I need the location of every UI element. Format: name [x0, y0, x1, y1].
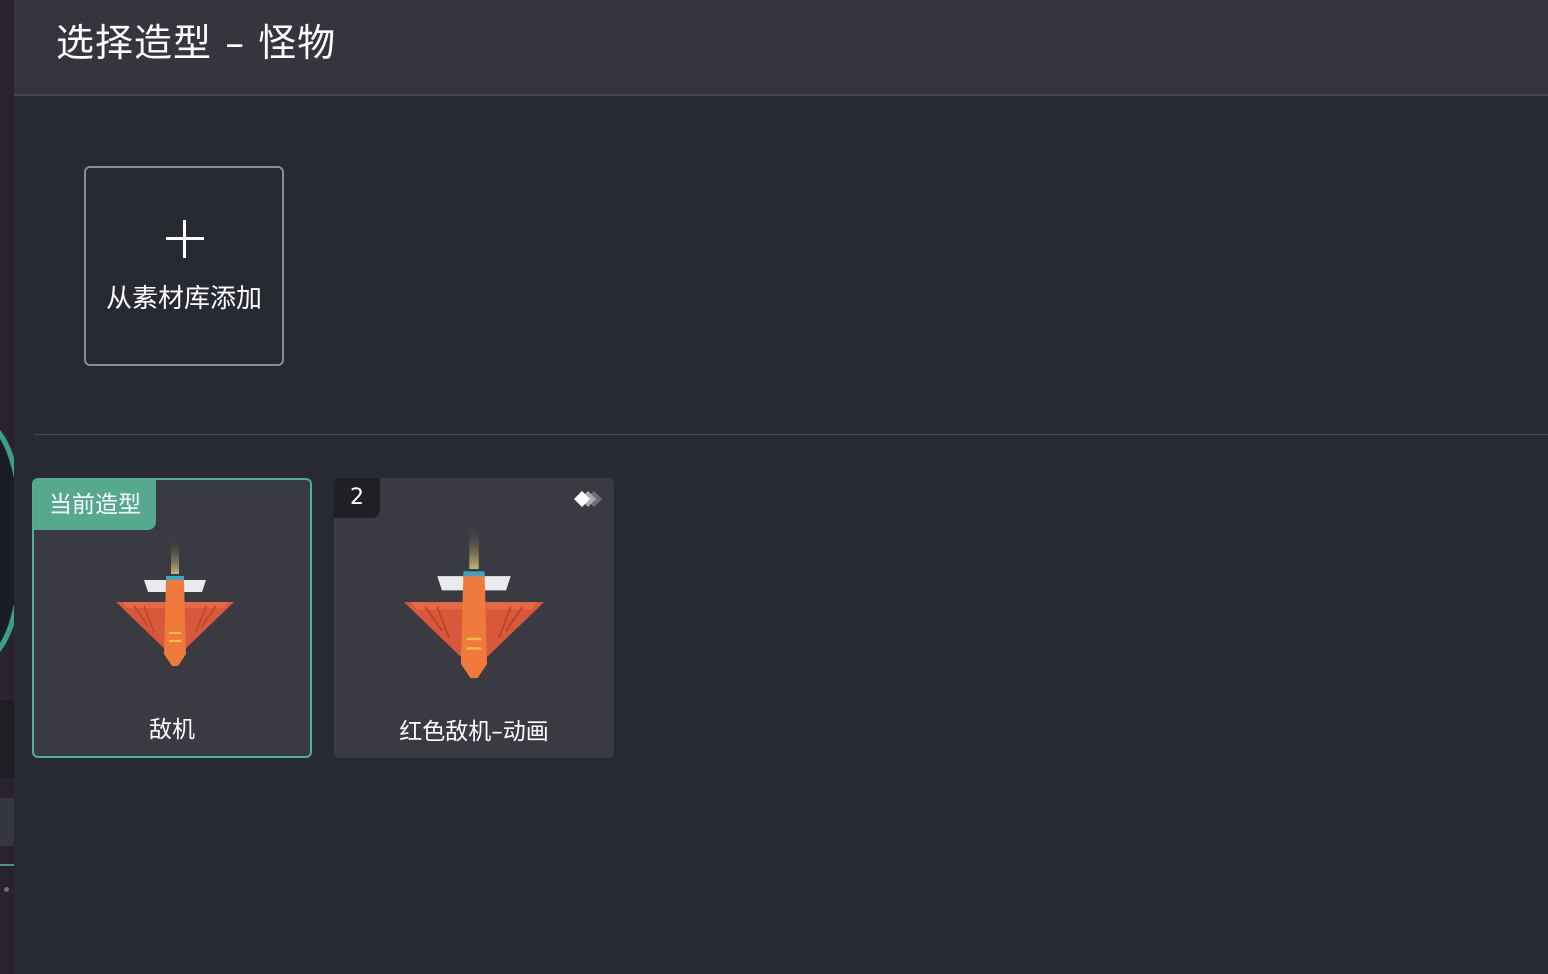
section-divider	[34, 434, 1548, 435]
background-block	[0, 798, 14, 846]
current-costume-badge: 当前造型	[34, 480, 156, 530]
add-from-library-button[interactable]: 从素材库添加	[84, 166, 284, 366]
costume-index-badge: 2	[334, 478, 380, 518]
costume-card-2[interactable]: 2 红色敌机–动画	[334, 478, 614, 758]
background-block	[0, 700, 14, 778]
enemy-plane-thumbnail	[404, 523, 544, 679]
panel-header: 选择造型 – 怪物	[14, 0, 1548, 96]
costume-card-current[interactable]: 当前造型 敌机	[32, 478, 312, 758]
enemy-plane-thumbnail	[116, 536, 234, 666]
costume-name: 红色敌机–动画	[399, 719, 549, 745]
background-line	[0, 864, 14, 866]
background-arc	[0, 420, 14, 662]
add-from-library-label: 从素材库添加	[105, 284, 262, 314]
background-dot	[4, 887, 9, 892]
panel-title: 选择造型 – 怪物	[56, 21, 337, 65]
animation-frames-icon	[574, 491, 602, 507]
plus-icon	[166, 220, 204, 258]
costume-name: 敌机	[149, 717, 195, 743]
background-edge	[0, 0, 14, 974]
costume-picker-panel: 选择造型 – 怪物 从素材库添加	[14, 0, 1548, 974]
